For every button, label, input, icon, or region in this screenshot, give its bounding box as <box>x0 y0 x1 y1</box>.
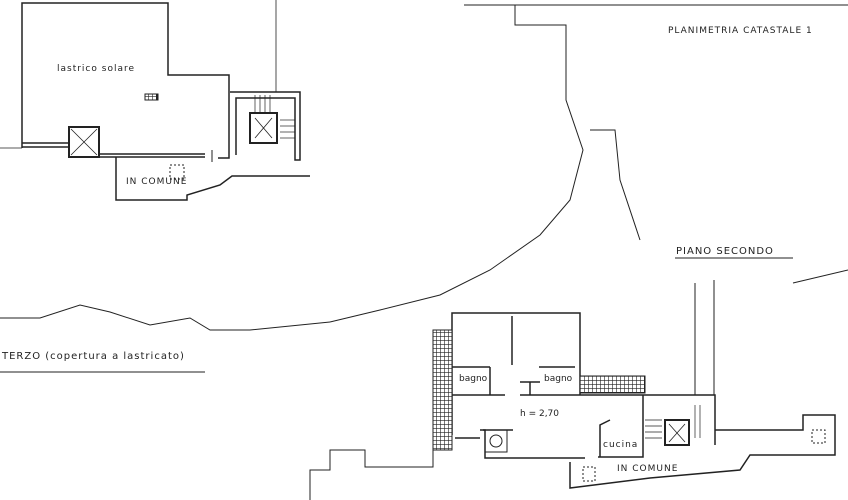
floor-label-secondo: PIANO SECONDO <box>676 246 774 257</box>
hatched-terrace <box>579 375 646 394</box>
secondo-floor-outline <box>0 257 836 500</box>
room-label-bagno-1: bagno <box>459 374 488 384</box>
sheet-title: PLANIMETRIA CATASTALE 1 <box>668 26 813 36</box>
site-boundary-line <box>0 4 848 395</box>
spiral-stair-icon <box>484 429 508 453</box>
ceiling-height-label: h = 2,70 <box>520 409 560 419</box>
room-label-bagno-2: bagno <box>544 374 573 384</box>
floor-label-terzo: TERZO (copertura a lastricato) <box>2 351 185 362</box>
room-label-common-secondo: IN COMUNE <box>617 464 679 474</box>
room-label-common-terzo: IN COMUNE <box>126 177 188 187</box>
terzo-floor-outline <box>0 0 310 201</box>
room-label-lastrico: lastrico solare <box>57 64 135 74</box>
skylight-icon <box>144 93 158 101</box>
hatched-wall-left <box>432 329 453 451</box>
room-label-cucina: cucina <box>603 440 639 450</box>
